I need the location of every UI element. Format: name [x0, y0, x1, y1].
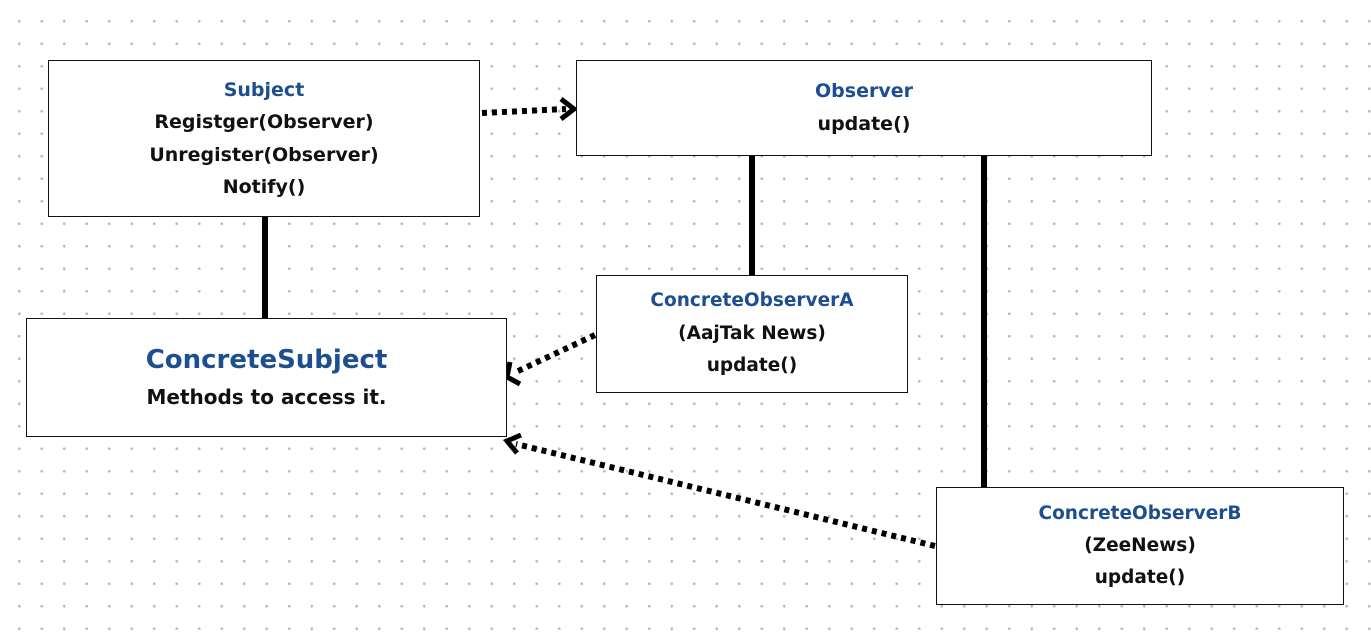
subject-to-observer-arrowhead: [559, 97, 579, 121]
concrete-observer-a-box: ConcreteObserverA (AajTak News) update(): [596, 275, 908, 393]
observer-title: Observer: [815, 80, 913, 102]
observer-method-update: update(): [817, 113, 911, 135]
concrete-subject-title: ConcreteSubject: [145, 344, 388, 375]
concrete-observer-b-arrowhead: [502, 432, 522, 455]
concrete-subject-description: Methods to access it.: [146, 384, 387, 409]
concrete-observer-b-subtitle: (ZeeNews): [1084, 535, 1196, 556]
concrete-observer-a-subtitle: (AajTak News): [678, 322, 826, 344]
subject-method-notify: Notify(): [222, 176, 306, 198]
concrete-observer-b-to-concrete-subject-dotted-line: [515, 441, 936, 549]
subject-title: Subject: [223, 78, 305, 101]
concrete-observer-a-title: ConcreteObserverA: [650, 290, 854, 312]
subject-method-unregister: Unregister(Observer): [149, 143, 379, 166]
concrete-observer-a-to-concrete-subject-dotted-line: [514, 332, 597, 375]
subject-method-register: Registger(Observer): [154, 111, 374, 133]
concrete-observer-b-box: ConcreteObserverB (ZeeNews) update(): [936, 487, 1344, 605]
observer-box: Observer update(): [576, 60, 1152, 156]
subject-box: Subject Registger(Observer) Unregister(O…: [48, 60, 480, 217]
concrete-subject-box: ConcreteSubject Methods to access it.: [26, 318, 507, 437]
subject-to-observer-dotted-line: [481, 106, 567, 116]
concrete-observer-b-method-update: update(): [1094, 567, 1186, 588]
concrete-observer-a-method-update: update(): [706, 355, 798, 377]
concrete-observer-a-arrowhead: [504, 361, 522, 387]
concrete-observer-b-title: ConcreteObserverB: [1038, 503, 1242, 524]
